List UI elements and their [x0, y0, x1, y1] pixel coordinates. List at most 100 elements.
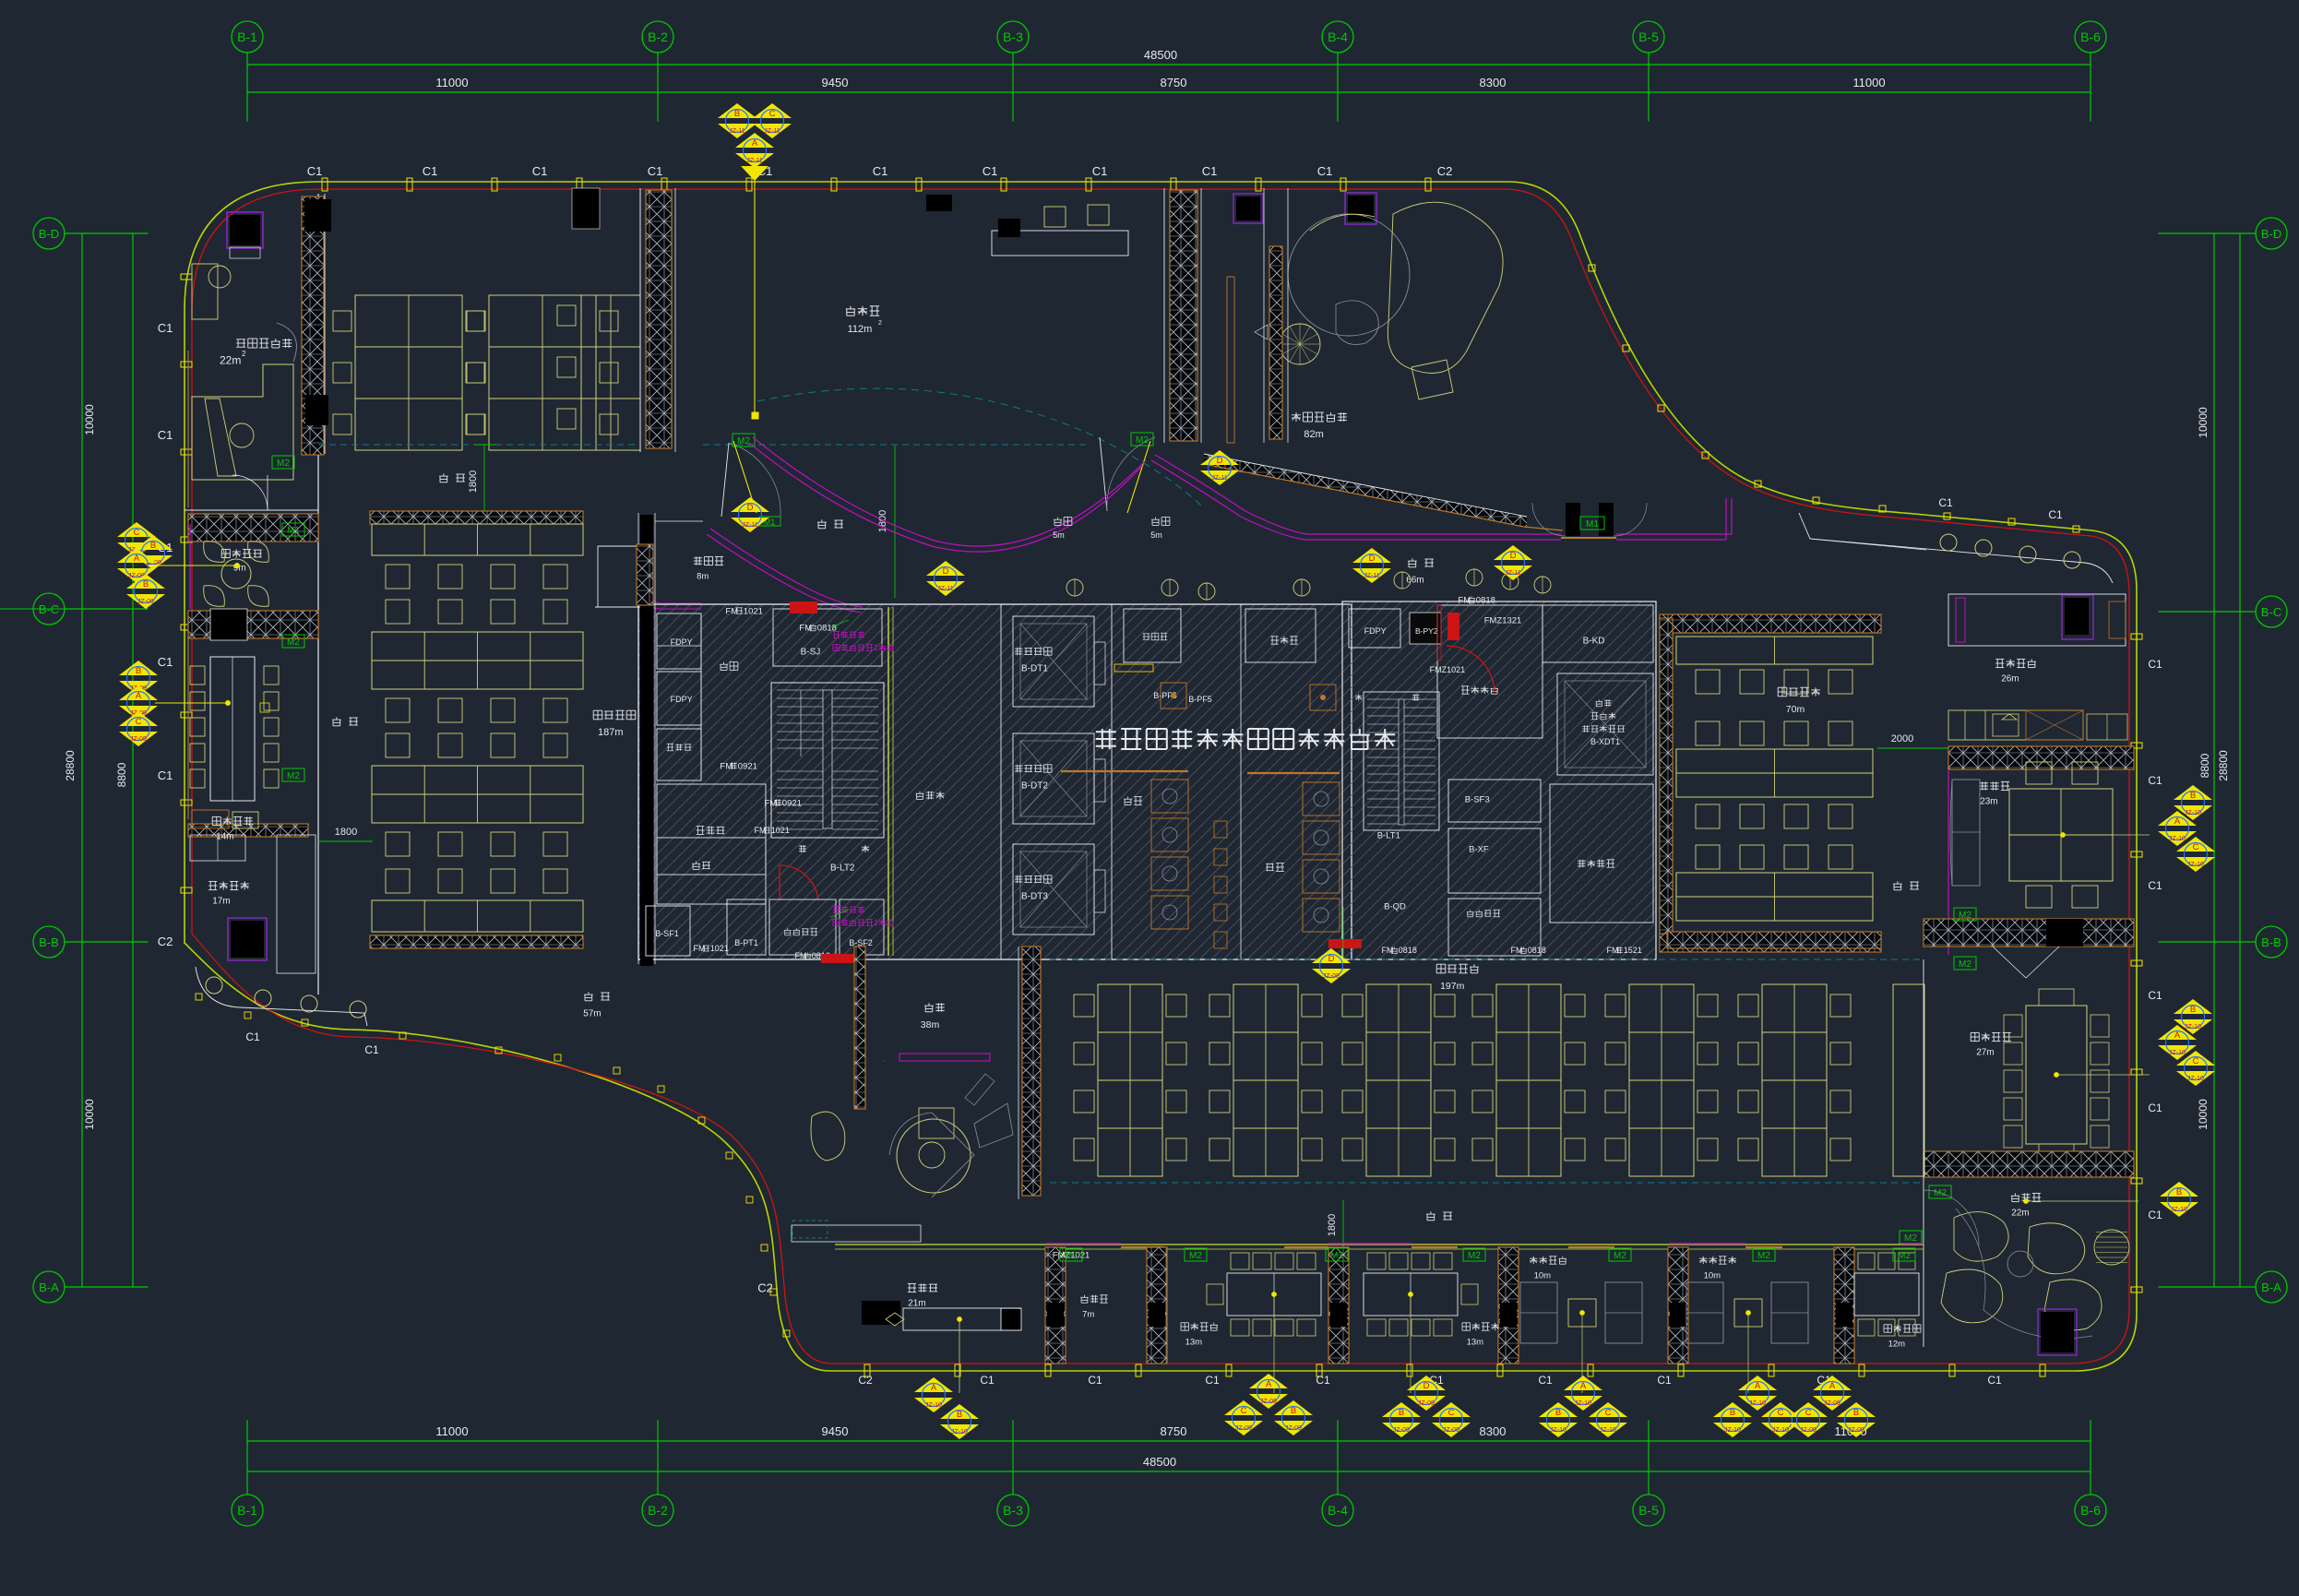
svg-text:11000: 11000 — [1852, 76, 1885, 89]
svg-text:B: B — [150, 541, 156, 551]
svg-text:C1: C1 — [158, 768, 173, 782]
svg-text:0921: 0921 — [782, 798, 802, 808]
svg-text:C1: C1 — [2148, 879, 2162, 892]
svg-text:57m: 57m — [583, 1009, 601, 1019]
svg-text:B: B — [1291, 1406, 1296, 1416]
svg-text:C1: C1 — [1316, 1374, 1330, 1387]
svg-text:JZ-09: JZ-09 — [1800, 1427, 1817, 1434]
svg-text:JZ-10: JZ-10 — [951, 1429, 968, 1435]
svg-text:JZ-09: JZ-09 — [1824, 1400, 1840, 1407]
svg-text:M2: M2 — [1904, 1233, 1917, 1244]
svg-text:38m: 38m — [921, 1019, 940, 1030]
svg-text:B-3: B-3 — [1003, 30, 1023, 44]
svg-text:B-1: B-1 — [237, 30, 257, 44]
svg-text:M2: M2 — [1065, 1251, 1078, 1261]
svg-text:M2: M2 — [1468, 1251, 1481, 1261]
svg-text:C1: C1 — [1538, 1374, 1553, 1387]
svg-text:0818: 0818 — [1528, 946, 1546, 955]
svg-text:0818: 0818 — [1399, 946, 1417, 955]
svg-text:C1: C1 — [980, 1374, 995, 1387]
svg-text:112m: 112m — [848, 324, 873, 335]
svg-text:C1: C1 — [532, 164, 548, 178]
svg-text:JZ-09: JZ-09 — [145, 560, 161, 566]
svg-text:B-5: B-5 — [1638, 1503, 1659, 1518]
svg-text:JZ-09: JZ-09 — [1848, 1427, 1864, 1434]
svg-text:B-PY2: B-PY2 — [1415, 626, 1438, 636]
svg-text:JZ-10: JZ-10 — [925, 1402, 942, 1409]
svg-text:22m: 22m — [2011, 1209, 2029, 1219]
svg-text:2: 2 — [878, 320, 882, 327]
svg-text:JZ-10: JZ-10 — [2187, 862, 2204, 868]
svg-text:JZ-11: JZ-11 — [1211, 475, 1227, 482]
svg-text:B-DT1: B-DT1 — [1021, 664, 1048, 674]
svg-text:1521: 1521 — [1624, 946, 1642, 955]
svg-text:JZ-11: JZ-11 — [1505, 570, 1520, 577]
svg-text:C: C — [769, 109, 776, 119]
svg-text:JZ-10: JZ-10 — [2185, 1024, 2201, 1030]
svg-text:C1: C1 — [1205, 1374, 1220, 1387]
svg-text:10000: 10000 — [83, 1099, 96, 1130]
svg-text:C2: C2 — [757, 1281, 773, 1295]
svg-text:B-6: B-6 — [2080, 30, 2101, 44]
svg-text:C1: C1 — [2048, 508, 2063, 521]
svg-text:21m: 21m — [908, 1299, 925, 1309]
svg-text:10m: 10m — [1704, 1270, 1721, 1280]
svg-text:28800: 28800 — [2217, 750, 2230, 781]
svg-text:B-SF3: B-SF3 — [1465, 794, 1490, 804]
svg-text:M2: M2 — [287, 637, 300, 648]
svg-text:11000: 11000 — [435, 76, 468, 89]
svg-text:A: A — [1755, 1381, 1761, 1391]
svg-text:1800: 1800 — [1327, 1214, 1338, 1236]
svg-text:FM: FM — [725, 606, 738, 616]
svg-text:FM: FM — [1458, 595, 1471, 605]
svg-text:A: A — [2174, 1030, 2181, 1041]
svg-text:B-C: B-C — [2261, 605, 2281, 619]
svg-text:C1: C1 — [1938, 496, 1953, 509]
svg-text:1021: 1021 — [710, 944, 729, 953]
svg-text:B: B — [734, 109, 740, 119]
svg-text:D: D — [1328, 954, 1335, 964]
svg-text:B-SF1: B-SF1 — [655, 929, 679, 938]
svg-text:B: B — [1853, 1408, 1859, 1418]
svg-text:1800: 1800 — [877, 510, 888, 532]
svg-text:B-2: B-2 — [648, 30, 668, 44]
svg-text:0921: 0921 — [738, 761, 757, 771]
svg-text:D: D — [747, 503, 754, 513]
svg-text:17m: 17m — [212, 897, 230, 907]
svg-text:B-B: B-B — [2261, 935, 2281, 949]
svg-text:FM: FM — [694, 944, 706, 953]
svg-text:C1: C1 — [1317, 164, 1333, 178]
svg-text:JZ-11: JZ-11 — [1364, 573, 1379, 579]
svg-text:FM: FM — [755, 826, 767, 835]
svg-text:0818: 0818 — [1476, 595, 1495, 605]
svg-text:10m: 10m — [1534, 1270, 1552, 1280]
svg-text:B: B — [136, 666, 141, 676]
svg-text:A: A — [134, 554, 140, 564]
svg-text:JZ-10: JZ-10 — [2169, 1050, 2186, 1056]
svg-text:10000: 10000 — [2197, 407, 2210, 438]
svg-text:C1: C1 — [158, 655, 173, 669]
svg-text:JZ-11: JZ-11 — [729, 128, 744, 135]
svg-text:0818: 0818 — [812, 951, 830, 960]
svg-text:FM: FM — [1382, 946, 1394, 955]
svg-text:14m: 14m — [216, 832, 233, 842]
svg-text:B: B — [1555, 1408, 1561, 1418]
svg-text:B-D: B-D — [2261, 227, 2281, 241]
svg-text:B-PF5: B-PF5 — [1188, 695, 1212, 704]
svg-text:M1: M1 — [764, 518, 776, 527]
svg-text:5m: 5m — [1150, 530, 1162, 540]
svg-text:B-3: B-3 — [1003, 1503, 1023, 1518]
svg-text:JZ-10: JZ-10 — [1600, 1427, 1616, 1434]
svg-text:M2: M2 — [277, 459, 290, 469]
svg-text:C: C — [1778, 1408, 1784, 1418]
svg-text:JZ-11: JZ-11 — [746, 158, 762, 164]
svg-text:A: A — [136, 691, 142, 701]
svg-text:C1: C1 — [648, 164, 663, 178]
svg-text:B-XF: B-XF — [1469, 844, 1489, 854]
svg-text:FM: FM — [795, 951, 807, 960]
svg-text:FDPY: FDPY — [671, 695, 693, 704]
svg-text:M1: M1 — [287, 526, 300, 536]
svg-text:28800: 28800 — [64, 750, 77, 781]
svg-text:C1: C1 — [245, 1030, 260, 1043]
svg-text:B-6: B-6 — [2080, 1503, 2101, 1518]
